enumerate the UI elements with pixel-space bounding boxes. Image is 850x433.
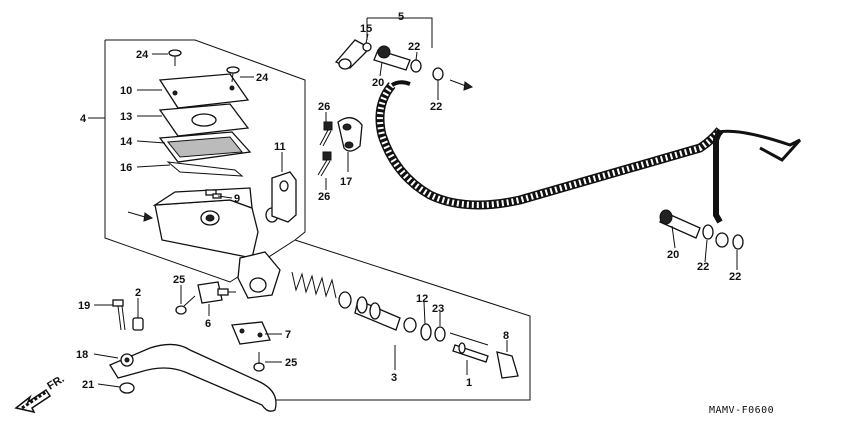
fr-label: FR. bbox=[45, 373, 66, 393]
callout-label: 22 bbox=[697, 261, 709, 273]
callout-label: 18 bbox=[76, 349, 88, 361]
screw-25-switch bbox=[175, 295, 196, 315]
callout-label: 2 bbox=[135, 287, 141, 299]
screw-25-pivot bbox=[253, 352, 265, 372]
callout-label: 11 bbox=[274, 141, 286, 153]
callout-label: 20 bbox=[667, 249, 679, 261]
callout-label: 19 bbox=[78, 300, 90, 312]
callout-label: 5 bbox=[398, 11, 404, 23]
callout-label: 26 bbox=[318, 191, 330, 203]
callout-label: 7 bbox=[285, 329, 291, 341]
callout-label: 23 bbox=[432, 303, 444, 315]
seal-23 bbox=[434, 326, 446, 342]
callout-label: 17 bbox=[340, 176, 352, 188]
bolt-26-lower bbox=[317, 151, 332, 177]
boot-21 bbox=[119, 382, 135, 394]
bolt-26-upper bbox=[319, 121, 333, 147]
piston bbox=[354, 296, 401, 331]
pivot-bolt-19 bbox=[112, 299, 126, 331]
callout-label: 22 bbox=[430, 101, 442, 113]
screw-24-top bbox=[168, 49, 182, 66]
callout-label: 16 bbox=[120, 162, 132, 174]
brake-switch bbox=[197, 281, 236, 304]
callout-label: 24 bbox=[256, 72, 269, 84]
callout-label: 25 bbox=[285, 357, 297, 369]
brake-hose bbox=[375, 80, 802, 224]
diagram-code: MAMV-F0600 bbox=[709, 405, 774, 416]
callout-label: 14 bbox=[120, 136, 133, 148]
callout-label: 22 bbox=[408, 41, 420, 53]
callout-label: 15 bbox=[360, 23, 372, 35]
leader-lines bbox=[93, 33, 738, 388]
washer bbox=[403, 317, 417, 333]
arrow-icon-hose bbox=[449, 79, 474, 91]
hose-fitting-15 bbox=[334, 39, 372, 70]
callout-label: 12 bbox=[416, 293, 428, 305]
callout-label: 8 bbox=[503, 330, 509, 342]
boot-8 bbox=[496, 351, 519, 379]
callout-label: 10 bbox=[120, 85, 132, 97]
callout-label: 6 bbox=[205, 318, 211, 330]
diaphragm bbox=[158, 131, 252, 163]
holder-17 bbox=[337, 117, 363, 152]
callout-label: 25 bbox=[173, 274, 185, 286]
screw-24-right bbox=[226, 66, 240, 83]
holder-11 bbox=[271, 171, 297, 223]
callout-label: 26 bbox=[318, 101, 330, 113]
callout-label: 4 bbox=[80, 113, 87, 125]
banjo-bolt-20-bottom bbox=[659, 209, 701, 239]
piston-cup bbox=[338, 291, 352, 309]
diaphragm-plate bbox=[158, 103, 250, 137]
arrow-icon-body bbox=[127, 211, 154, 222]
brake-lever bbox=[109, 343, 277, 412]
spring bbox=[291, 271, 337, 299]
callout-label: 20 bbox=[372, 77, 384, 89]
callout-label: 22 bbox=[729, 271, 741, 283]
callout-label: 1 bbox=[466, 377, 472, 389]
front-direction-arrow: FR. bbox=[14, 373, 67, 414]
callout-label: 13 bbox=[120, 111, 132, 123]
master-cylinder-body bbox=[152, 187, 281, 299]
washers-22-bottom bbox=[702, 224, 744, 250]
bushing-2 bbox=[132, 317, 144, 331]
callout-label: 24 bbox=[136, 49, 149, 61]
push-rod-1 bbox=[452, 342, 489, 363]
callout-label: 3 bbox=[391, 372, 397, 384]
circlip-12 bbox=[420, 323, 432, 341]
gasket-ring bbox=[166, 161, 244, 177]
pivot-plate bbox=[231, 321, 271, 345]
callouts: 1 2 3 4 5 6 7 8 9 10 11 12 13 14 15 16 1… bbox=[76, 11, 741, 391]
banjo-bolt-20-top bbox=[373, 45, 411, 71]
reservoir-cap bbox=[158, 73, 250, 109]
washers-22-top bbox=[410, 59, 444, 81]
leader-push-rod bbox=[449, 332, 489, 346]
callout-label: 9 bbox=[234, 193, 240, 205]
callout-label: 21 bbox=[82, 379, 94, 391]
assembly-outline bbox=[88, 17, 531, 401]
